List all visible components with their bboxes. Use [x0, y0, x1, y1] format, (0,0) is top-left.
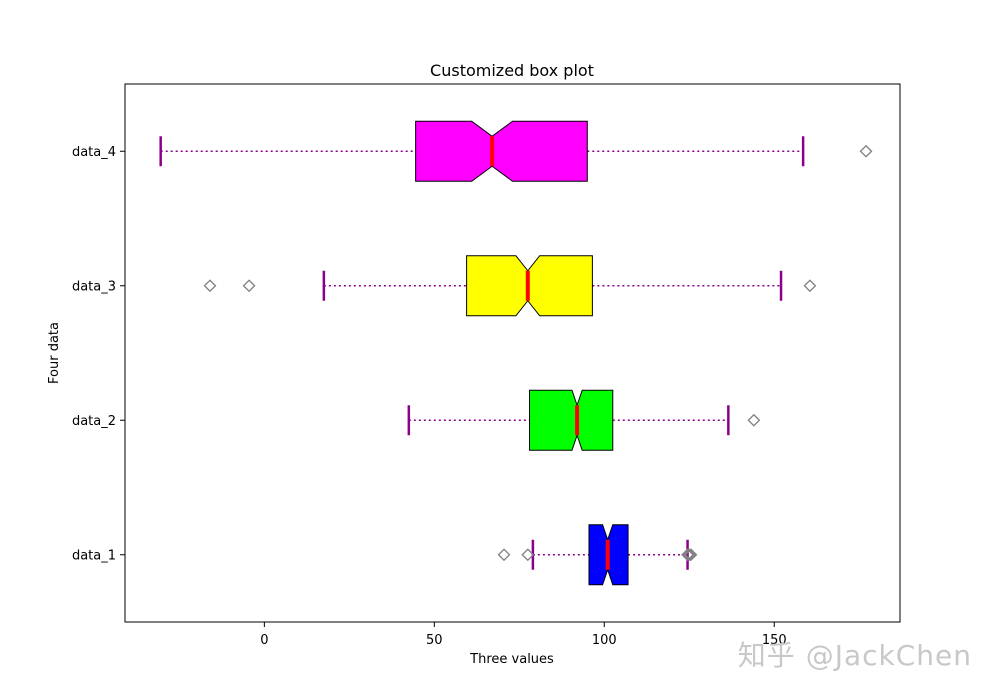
chart-title: Customized box plot	[430, 61, 594, 80]
outlier-point	[497, 548, 511, 562]
watermark: 知乎 @JackChen	[737, 639, 972, 672]
outlier-point	[747, 413, 761, 427]
y-tick-label: data_3	[72, 279, 116, 294]
box-group-data_3	[203, 255, 817, 317]
y-tick-label: data_1	[72, 548, 116, 563]
box-data_2	[529, 389, 614, 451]
plot-frame	[124, 83, 901, 623]
x-tick-label: 50	[426, 633, 443, 648]
plot-area	[159, 120, 873, 586]
x-axis-label: Three values	[469, 652, 554, 667]
axes: data_1 data_2 data_3 data_4 0 50 100 150	[72, 145, 787, 648]
outlier-point	[682, 548, 696, 562]
y-tick-label: data_4	[72, 145, 116, 160]
outlier-point	[203, 279, 217, 293]
box-group-data_1	[497, 524, 698, 586]
box-group-data_2	[407, 389, 761, 451]
y-tick-label: data_2	[72, 414, 116, 429]
box-data_4	[415, 120, 588, 182]
x-tick-label: 100	[592, 633, 617, 648]
box-group-data_4	[159, 120, 873, 182]
y-axis-label: Four data	[47, 322, 62, 384]
outlier-point	[521, 548, 535, 562]
x-tick-label: 150	[762, 633, 787, 648]
outlier-point	[684, 548, 698, 562]
outlier-point	[681, 548, 694, 562]
outlier-point	[242, 279, 256, 293]
x-tick-label: 0	[260, 633, 268, 648]
outlier-point	[859, 144, 873, 158]
outlier-point	[803, 279, 817, 293]
